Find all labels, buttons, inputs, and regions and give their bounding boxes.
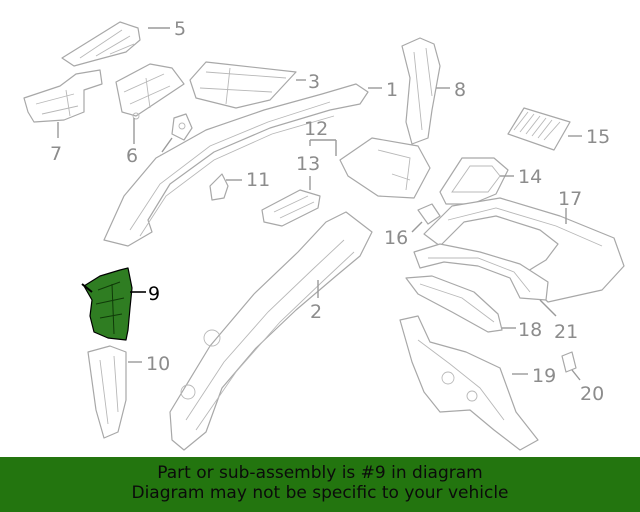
part-15-pad[interactable]	[507, 107, 571, 151]
callout-7: 7	[50, 143, 62, 165]
callout-6: 6	[126, 145, 138, 167]
callout-3: 3	[308, 71, 320, 93]
callout-5: 5	[174, 18, 186, 40]
part-21-seal[interactable]	[413, 243, 549, 301]
part-13-duct[interactable]	[261, 189, 321, 227]
part-16-clip[interactable]	[417, 203, 441, 225]
callout-15: 15	[586, 126, 610, 148]
banner-line-1: Part or sub-assembly is #9 in diagram	[157, 463, 483, 483]
callout-13: 13	[296, 153, 320, 175]
part-18-strip[interactable]	[405, 275, 503, 333]
part-7-bracket[interactable]	[23, 69, 103, 123]
callout-18: 18	[518, 319, 542, 341]
callout-10: 10	[146, 353, 170, 375]
callout-2: 2	[310, 301, 322, 323]
callout-17: 17	[558, 188, 582, 210]
info-banner: Part or sub-assembly is #9 in diagram Di…	[0, 457, 640, 512]
part-6-bracket[interactable]	[115, 63, 185, 120]
callout-1: 1	[386, 79, 398, 101]
part-8-pillar[interactable]	[401, 37, 441, 145]
part-3-panel[interactable]	[189, 61, 297, 109]
part-12-duct[interactable]	[339, 137, 431, 199]
callout-20: 20	[580, 383, 604, 405]
part-11-clip[interactable]	[209, 173, 229, 201]
parts-diagram: 5 7 6 3 4 1 8 1	[23, 18, 625, 451]
part-5-bracket[interactable]	[61, 21, 141, 67]
part-10-pillar[interactable]	[87, 345, 127, 439]
part-14-grille[interactable]	[439, 157, 509, 205]
part-20-clip[interactable]	[561, 351, 577, 373]
callout-16: 16	[384, 227, 408, 249]
callout-8: 8	[454, 79, 466, 101]
part-2-pillar[interactable]	[169, 211, 373, 451]
part-4-clip[interactable]	[171, 113, 193, 141]
callout-9: 9	[148, 283, 160, 305]
callout-14: 14	[518, 166, 542, 188]
callout-12: 12	[304, 118, 328, 140]
callout-21: 21	[554, 321, 578, 343]
callout-11: 11	[246, 169, 270, 191]
callout-19: 19	[532, 365, 556, 387]
banner-line-2: Diagram may not be specific to your vehi…	[131, 483, 509, 503]
part-19-panel[interactable]	[399, 315, 539, 451]
part-9-highlighted-bracket[interactable]	[81, 267, 133, 341]
part-1-roof-rail[interactable]	[103, 83, 369, 247]
